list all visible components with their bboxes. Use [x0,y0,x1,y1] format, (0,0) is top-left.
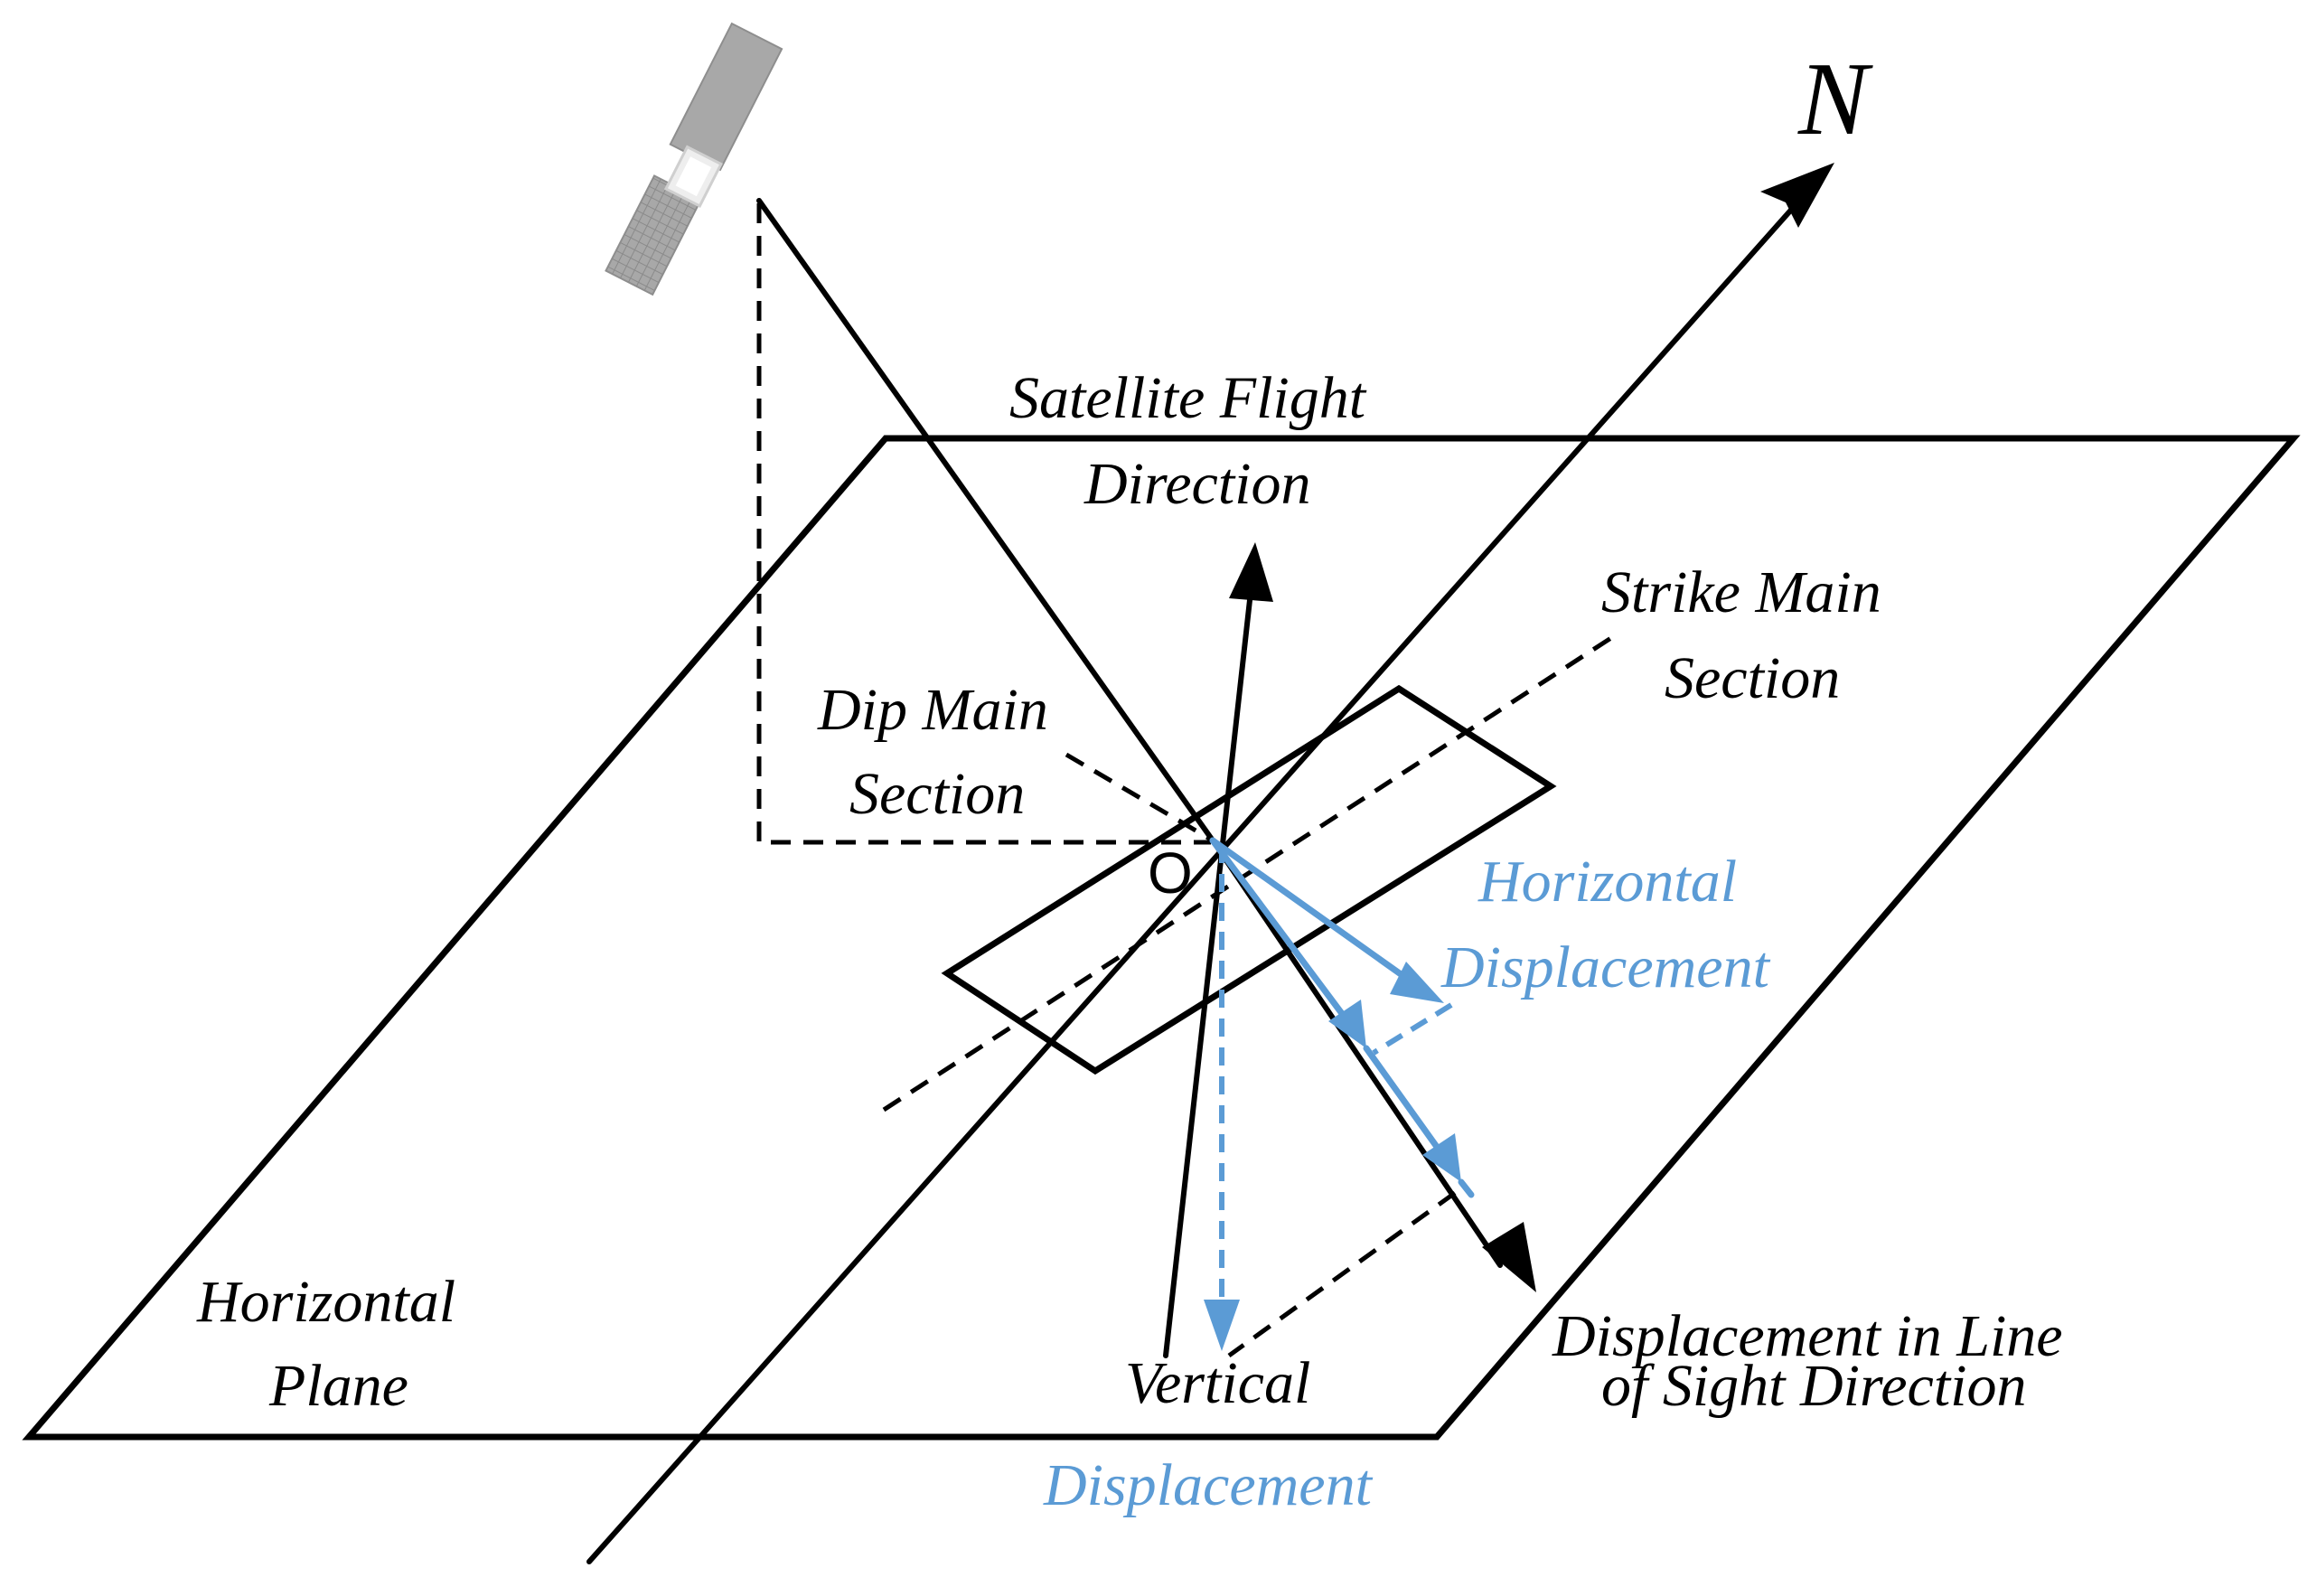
flight-direction-line [1163,589,1253,1358]
vertical-displacement-label-1: Vertical [1125,1350,1310,1416]
flight-direction-label-2: Direction [1083,451,1311,517]
fault-rectangle [941,684,1557,1075]
vertical-displacement-label-2: Displacement [1043,1452,1374,1518]
los-vertical-projection [1227,1190,1457,1358]
los-blue-arrowhead-2 [1422,1133,1461,1182]
horizontal-displacement-projection [1372,1002,1453,1056]
vertical-displacement-arrowhead [1204,1300,1240,1351]
satellite-icon [605,22,783,296]
flight-direction-label-1: Satellite Flight [1009,365,1367,431]
los-blue-arrowhead-1 [1328,1000,1366,1048]
horizontal-displacement-label-2: Displacement [1440,934,1771,1000]
north-arrowhead [1760,163,1834,228]
los-displacement-label-1: Displacement in Line [1552,1303,2063,1369]
horizontal-plane-label-1: Horizontal [196,1269,455,1335]
satellite-projection-dashed [756,203,1211,845]
horizontal-displacement-line [1209,837,1413,984]
los-blue-segment-3 [1458,1178,1475,1198]
strike-main-section-label-2: Section [1665,645,1840,711]
dip-main-section-label-1: Dip Main [817,677,1048,743]
dip-main-section-label-2: Section [849,761,1025,827]
horizontal-displacement-label-1: Horizontal [1477,849,1737,915]
dip-main-section-line [1065,752,1215,843]
horizontal-plane-label-2: Plane [268,1353,408,1419]
north-label: N [1797,42,1873,157]
los-displacement-arrowhead [1482,1222,1536,1292]
los-blue-segment-2 [1363,1045,1449,1163]
north-axis [586,189,1810,1564]
los-displacement-label-2: of Sight Direction [1601,1353,2027,1419]
flight-direction-arrowhead [1229,542,1273,602]
strike-main-section-label-1: Strike Main [1601,559,1881,625]
los-blue-segment-1 [1209,837,1355,1029]
horizontal-plane [22,435,2301,1441]
line-of-sight [756,198,1215,843]
horizontal-displacement-arrowhead [1390,962,1444,1003]
origin-label: O [1148,840,1193,906]
